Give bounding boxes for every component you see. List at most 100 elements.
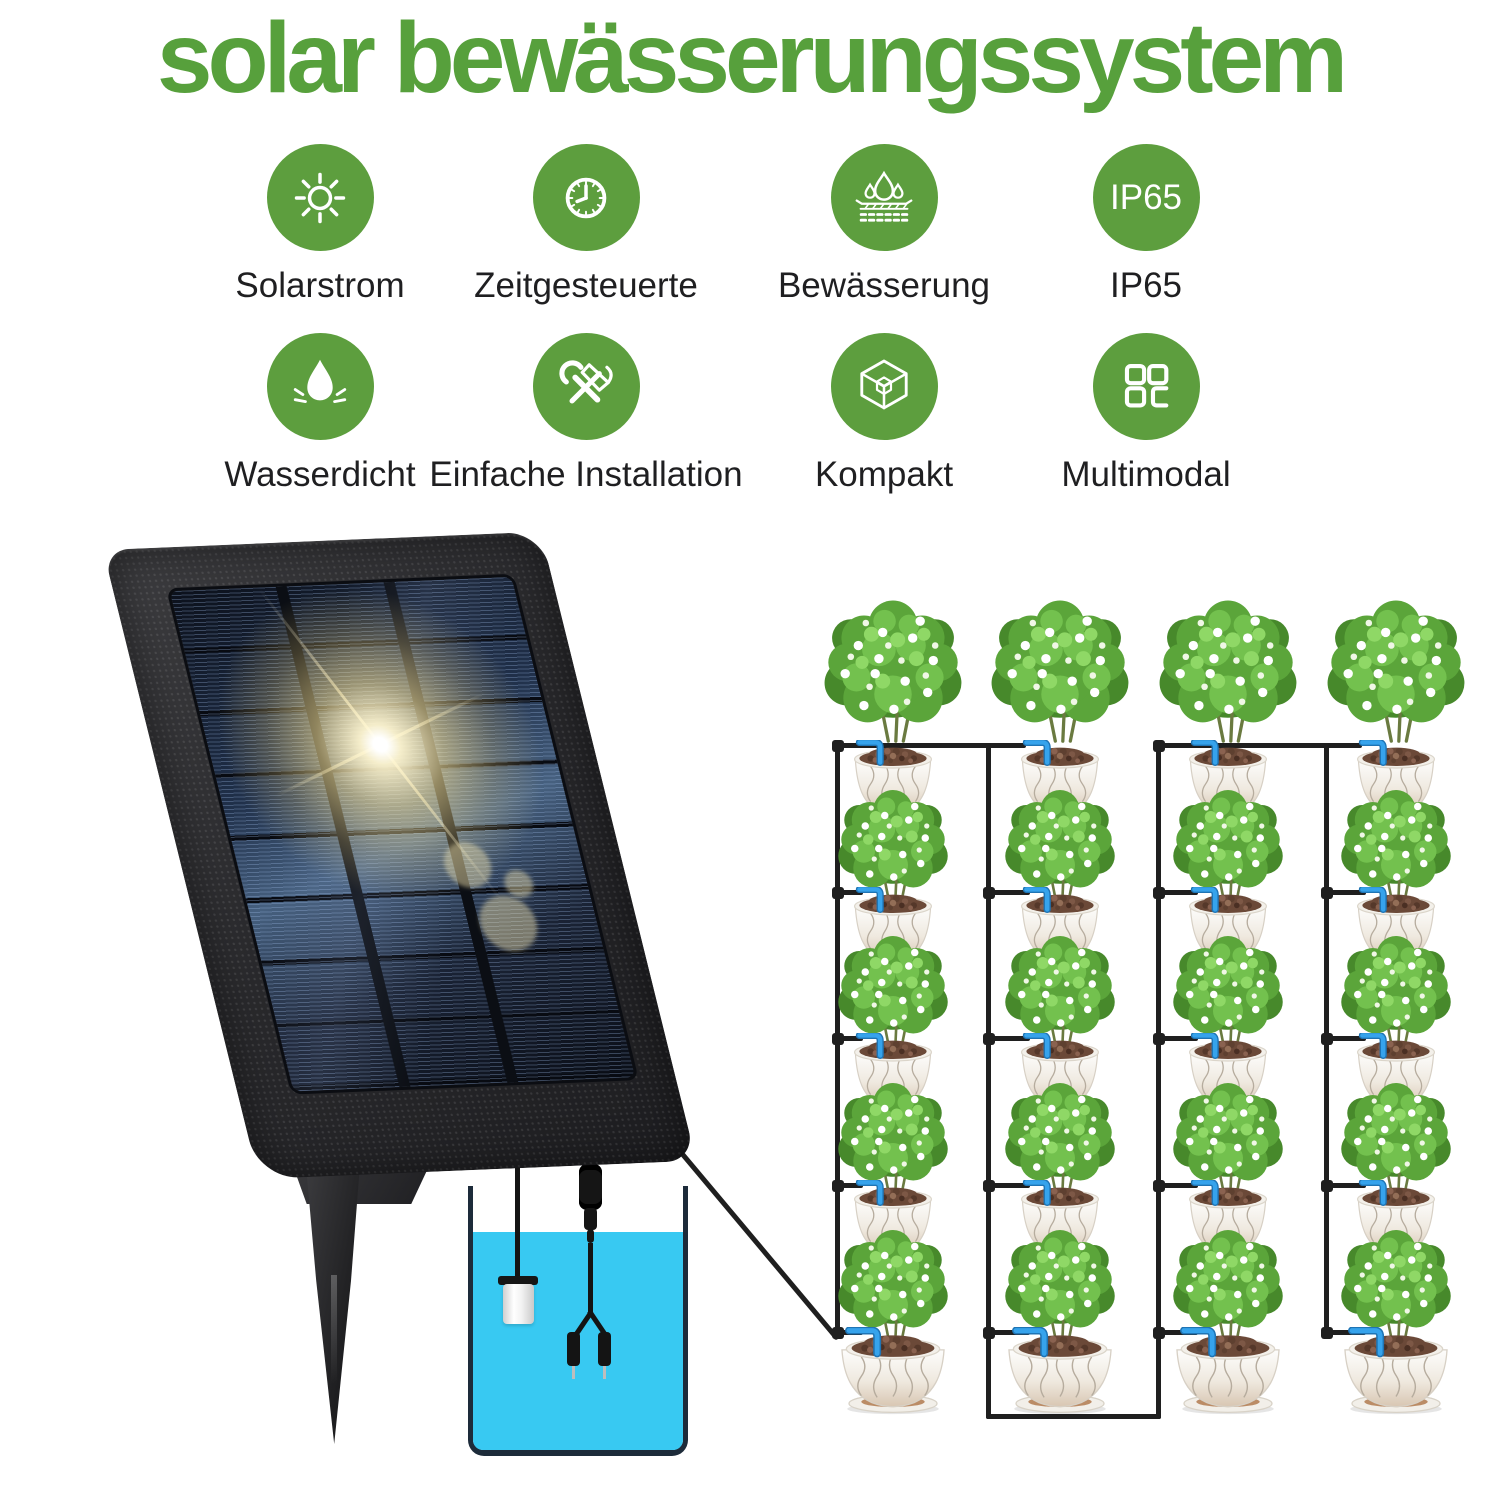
solar-cells — [169, 576, 636, 1092]
feature-label: Kompakt — [814, 455, 954, 494]
feature-label: IP65 — [1110, 266, 1182, 305]
irrigation-tube — [835, 743, 1026, 748]
tube-tee — [1321, 1033, 1333, 1045]
ip65-badge-text: IP65 — [1110, 177, 1182, 217]
tube-tee — [1153, 887, 1165, 899]
irrigation-tube — [835, 1036, 863, 1041]
feature-solarstrom: Solarstrom — [140, 144, 500, 306]
feature-label: Zeitgesteuerte — [474, 266, 698, 305]
tube-tee — [1153, 740, 1165, 752]
connector-taper — [584, 1208, 597, 1230]
irrigation-tube — [1156, 1036, 1198, 1041]
irrigation-tube — [1156, 890, 1198, 895]
feature-label: Bewässerung — [777, 266, 991, 305]
tube-tee — [832, 1327, 844, 1339]
plant — [817, 930, 969, 1050]
cube-icon — [830, 333, 938, 440]
feature-label: Wasserdicht — [224, 455, 416, 494]
multimodal-icon — [1092, 333, 1200, 440]
feature-label: Einfache Installation — [429, 455, 743, 494]
plant — [1148, 593, 1308, 743]
feature-bewaesserung: Bewässerung — [704, 144, 1064, 306]
plant-pot-large — [1326, 1327, 1466, 1415]
plant — [1320, 1077, 1472, 1197]
tube-tee — [983, 887, 995, 899]
plant — [817, 1224, 969, 1344]
plant-pot-large — [823, 1327, 963, 1415]
irrigation-tube — [1324, 890, 1366, 895]
plant — [984, 1077, 1136, 1197]
irrigation-tube — [835, 1183, 863, 1188]
power-connector — [579, 1164, 602, 1210]
connector-cable — [588, 1243, 593, 1313]
tube-tee — [1321, 1327, 1333, 1339]
feature-zeitgesteuerte: Zeitgesteuerte — [406, 144, 766, 306]
ip65-badge: IP65 — [1092, 144, 1200, 251]
irrigation-tube — [986, 743, 991, 1419]
clock-icon — [532, 144, 640, 251]
feature-label: Multimodal — [1061, 455, 1231, 494]
plant — [984, 930, 1136, 1050]
plant — [1320, 930, 1472, 1050]
connector-tip — [587, 1229, 594, 1243]
tube-tee — [832, 740, 844, 752]
plant — [1152, 1077, 1304, 1197]
tube-tee — [1321, 1180, 1333, 1192]
tube-tee — [983, 1327, 995, 1339]
tube-tee — [832, 1033, 844, 1045]
plant — [1152, 1224, 1304, 1344]
irrigation-tube — [986, 1414, 1161, 1419]
irrigation-tube — [986, 1330, 1030, 1335]
tube-tee — [983, 1033, 995, 1045]
feature-ip65: IP65 IP65 — [966, 144, 1326, 306]
tube-tee — [1321, 887, 1333, 899]
tube-tee — [832, 1180, 844, 1192]
tube-tee — [1153, 1327, 1165, 1339]
irrigation-tube — [986, 1183, 1030, 1188]
irrigation-tube — [835, 890, 863, 895]
plant — [813, 593, 973, 743]
sun-icon — [266, 144, 374, 251]
pump-cap — [498, 1276, 538, 1285]
feature-multimodal: Multimodal — [966, 333, 1326, 495]
irrigation-tube — [1324, 1330, 1366, 1335]
irrigation-tube — [1324, 1036, 1366, 1041]
plant — [817, 1077, 969, 1197]
plant-pot-large — [1158, 1327, 1298, 1415]
tube-tee — [832, 887, 844, 899]
irrigation-soil-icon — [830, 144, 938, 251]
plant-pot-large — [990, 1327, 1130, 1415]
feature-label: Solarstrom — [235, 266, 405, 305]
tools-icon — [532, 333, 640, 440]
irrigation-tube — [986, 890, 1030, 895]
plant — [1152, 784, 1304, 904]
sensor-probe — [567, 1332, 580, 1366]
feature-wasserdicht: Wasserdicht — [140, 333, 500, 495]
plant — [1152, 930, 1304, 1050]
feature-kompakt: Kompakt — [704, 333, 1064, 495]
plant — [1320, 784, 1472, 904]
plant — [1320, 1224, 1472, 1344]
plant — [1316, 593, 1476, 743]
irrigation-tube — [1156, 743, 1362, 748]
plant — [984, 784, 1136, 904]
tube-tee — [1153, 1033, 1165, 1045]
tube-tee — [1153, 1180, 1165, 1192]
feature-einfache-installation: Einfache Installation — [406, 333, 766, 495]
irrigation-tube — [1156, 743, 1161, 1419]
tube-tee — [983, 1180, 995, 1192]
plant — [984, 1224, 1136, 1344]
probe-pin — [603, 1366, 606, 1379]
irrigation-tube — [1156, 1183, 1198, 1188]
irrigation-tube — [1156, 1330, 1198, 1335]
water-drop-icon — [266, 333, 374, 440]
irrigation-tube — [1324, 1183, 1366, 1188]
sensor-probe — [598, 1332, 611, 1366]
plant — [817, 784, 969, 904]
page-title: solar bewässerungssystem — [156, 2, 1348, 114]
probe-pin — [572, 1366, 575, 1379]
plant — [980, 593, 1140, 743]
pump-cable — [515, 1148, 520, 1288]
water-pump — [503, 1284, 534, 1324]
